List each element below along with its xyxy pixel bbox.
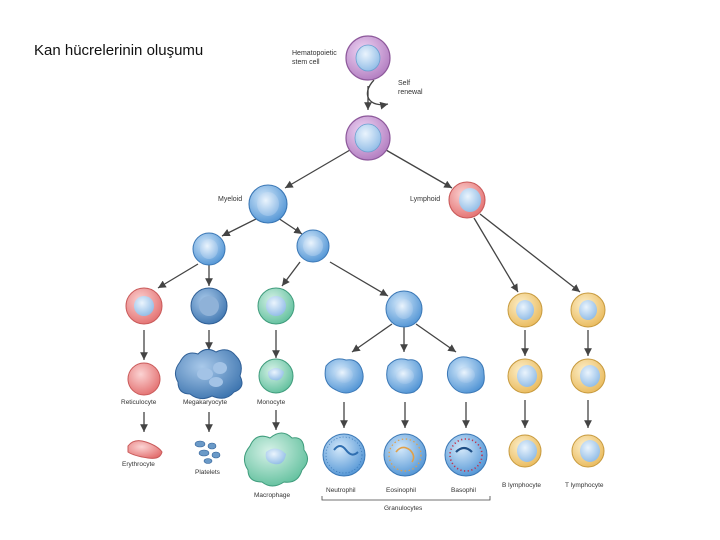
label-erythrocyte: Erythrocyte <box>122 461 155 468</box>
eosinophil-cell <box>383 433 427 477</box>
arrow-gmp-to-granprog <box>329 261 389 297</box>
label-granulocytes: Granulocytes <box>384 505 423 512</box>
mep-cell <box>192 232 226 266</box>
granulocytes-bracket <box>321 496 491 501</box>
eosinophil-precursor-cell <box>386 358 423 394</box>
label-eosinophil: Eosinophil <box>386 487 417 494</box>
arrow-lymphoid-to-t <box>479 213 581 293</box>
label-megakaryocyte: Megakaryocyte <box>183 399 227 406</box>
label-basophil: Basophil <box>451 487 476 494</box>
arrow-gran-to-baso <box>415 323 457 353</box>
platelets-cluster <box>194 440 221 464</box>
arrow-myeloid-to-gmp <box>277 217 303 235</box>
label-self-line2: renewal <box>398 89 423 96</box>
label-platelets: Platelets <box>195 469 221 476</box>
slide-title: Kan hücrelerinin oluşumu <box>34 42 204 59</box>
granulocyte-progenitor-cell <box>385 290 423 328</box>
t-lymphocyte-cell <box>571 434 605 468</box>
label-hsc-line1: Hematopoietic <box>292 50 337 57</box>
label-lymphoid: Lymphoid <box>410 196 440 203</box>
label-neutrophil: Neutrophil <box>326 487 356 494</box>
label-self-line1: Self <box>398 80 410 87</box>
arrow-gmp-to-mono <box>281 261 301 287</box>
myeloid-progenitor-cell <box>248 184 288 224</box>
t-lymphocyte-progenitor-cell <box>570 292 606 328</box>
megakaryocyte-progenitor-cell <box>190 287 228 325</box>
arrow-gran-to-neutro <box>351 323 393 353</box>
monoblast-cell <box>257 287 295 325</box>
megakaryocyte-cell <box>174 348 243 400</box>
self-renewal-arrow <box>366 79 389 110</box>
label-b-lymphocyte: B lymphocyte <box>502 482 541 489</box>
mpp-cell <box>345 115 391 161</box>
b-lymphocyte-cell <box>508 434 542 468</box>
label-macrophage: Macrophage <box>254 492 291 499</box>
t-lymphocyte-precursor-cell <box>570 358 606 394</box>
arrow-lymphoid-to-b <box>473 217 519 293</box>
basophil-precursor-cell <box>446 356 485 394</box>
gmp-cell <box>296 229 330 263</box>
neutrophil-precursor-cell <box>324 358 364 394</box>
arrow-mpp-to-lymphoid <box>385 149 453 189</box>
label-monocyte: Monocyte <box>257 399 286 406</box>
macrophage-cell <box>244 432 308 487</box>
erythroid-progenitor-cell <box>125 287 163 325</box>
hsc-cell <box>345 35 391 81</box>
arrows <box>140 79 592 432</box>
label-reticulocyte: Reticulocyte <box>121 399 157 406</box>
b-lymphocyte-progenitor-cell <box>507 292 543 328</box>
arrow-mep-to-erythroid <box>157 263 199 289</box>
label-hsc-line2: stem cell <box>292 59 320 66</box>
neutrophil-cell <box>322 433 366 477</box>
lymphoid-progenitor-cell <box>448 181 486 219</box>
label-t-lymphocyte: T lymphocyte <box>565 482 604 489</box>
label-myeloid: Myeloid <box>218 196 242 203</box>
arrow-myeloid-to-mep <box>221 217 259 237</box>
arrow-mpp-to-myeloid <box>284 149 351 189</box>
monocyte-cell <box>258 358 294 394</box>
b-lymphocyte-precursor-cell <box>507 358 543 394</box>
basophil-cell <box>444 433 488 477</box>
reticulocyte-cell <box>127 362 161 396</box>
erythrocyte-cell <box>127 440 163 459</box>
